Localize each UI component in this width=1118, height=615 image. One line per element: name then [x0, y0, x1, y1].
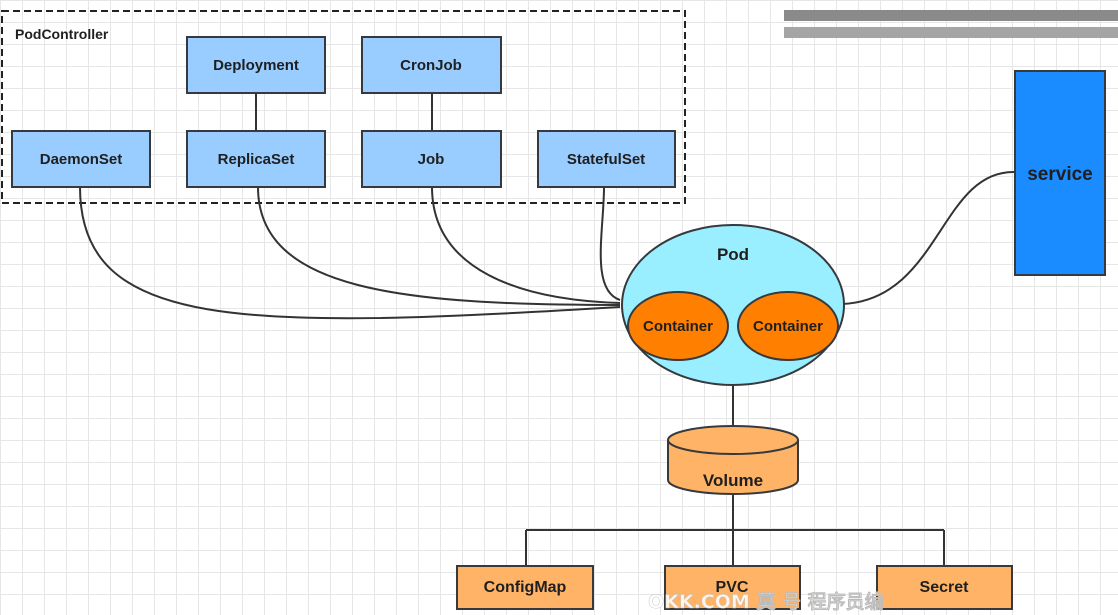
- replicaset-node[interactable]: ReplicaSet: [186, 130, 326, 188]
- deployment-label: Deployment: [213, 57, 299, 74]
- connector-replicaset-pod: [257, 186, 621, 306]
- watermark-text: OKK.COM 莫 号 程序员编: [648, 590, 884, 613]
- podcontroller-group[interactable]: PodController: [1, 10, 686, 204]
- secret-label: Secret: [920, 579, 970, 596]
- volume-label: Volume: [703, 471, 763, 490]
- container-label-1: Container: [643, 318, 713, 335]
- configmap-label: ConfigMap: [484, 579, 567, 596]
- connector-statefulset-pod: [599, 186, 621, 301]
- daemonset-node[interactable]: DaemonSet: [11, 130, 151, 188]
- statefulset-node[interactable]: StatefulSet: [537, 130, 676, 188]
- service-node[interactable]: service: [1014, 70, 1106, 276]
- cronjob-node[interactable]: CronJob: [361, 36, 502, 94]
- daemonset-label: DaemonSet: [40, 151, 123, 168]
- deployment-node[interactable]: Deployment: [186, 36, 326, 94]
- container-label-2: Container: [753, 318, 823, 335]
- pvc-label: PVC: [716, 579, 749, 596]
- pod-label: Pod: [717, 245, 749, 264]
- job-label: Job: [418, 151, 445, 168]
- secret-node[interactable]: Secret: [876, 565, 1013, 610]
- cronjob-label: CronJob: [400, 57, 462, 74]
- connectors: [79, 93, 1016, 566]
- connector-job-pod: [431, 186, 621, 304]
- container-node-2[interactable]: Container: [737, 291, 839, 361]
- statefulset-label: StatefulSet: [567, 151, 645, 168]
- container-node-1[interactable]: Container: [627, 291, 729, 361]
- volume-node[interactable]: Volume: [667, 425, 799, 495]
- connector-pod-service: [841, 170, 1016, 305]
- top-right-strips: [784, 10, 1118, 38]
- configmap-node[interactable]: ConfigMap: [456, 565, 594, 610]
- job-node[interactable]: Job: [361, 130, 502, 188]
- service-label: service: [1027, 164, 1093, 185]
- replicaset-label: ReplicaSet: [218, 151, 295, 168]
- pvc-node[interactable]: PVC: [664, 565, 801, 610]
- connector-daemonset-pod: [79, 186, 621, 320]
- podcontroller-label: PodController: [15, 26, 109, 42]
